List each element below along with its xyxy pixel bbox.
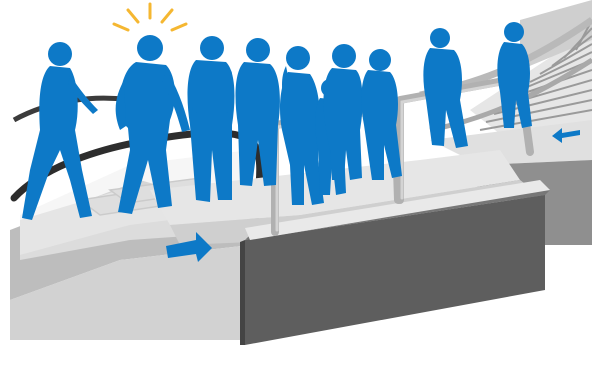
person-woman-right	[361, 49, 402, 180]
person-woman-left	[22, 42, 98, 220]
alert-burst-icon	[114, 4, 186, 30]
person-man-upper-right	[423, 28, 468, 148]
